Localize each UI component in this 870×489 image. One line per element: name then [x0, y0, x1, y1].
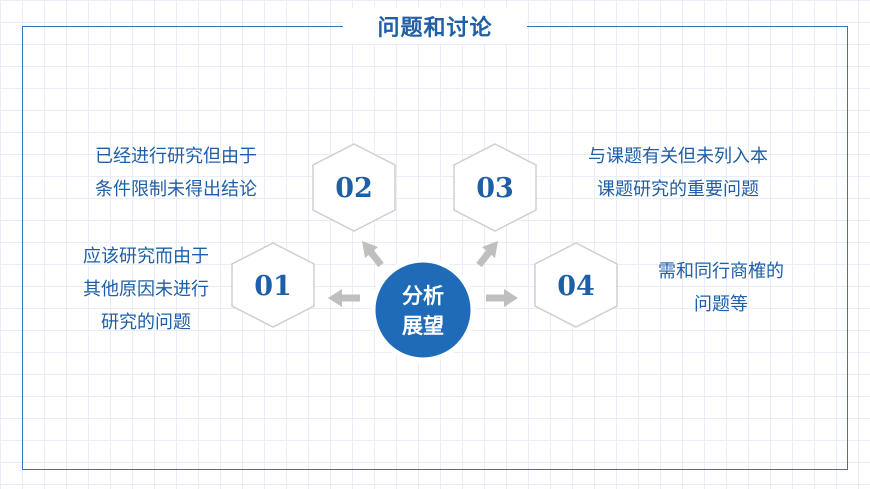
description-02: 已经进行研究但由于 条件限制未得出结论 — [60, 140, 292, 206]
hexagon-01: 01 — [231, 242, 315, 328]
arrow-to-02 — [362, 241, 384, 268]
hexagon-04: 04 — [534, 242, 618, 328]
arrow-to-01 — [328, 289, 360, 307]
hex-number-01: 01 — [254, 271, 292, 302]
hex-number-03: 03 — [476, 173, 514, 204]
hex-number-02: 02 — [335, 173, 373, 204]
center-line-2: 展望 — [402, 314, 444, 338]
description-01-line-2: 其他原因未进行 — [83, 279, 209, 300]
description-02-line-2: 条件限制未得出结论 — [95, 179, 257, 200]
description-03-line-2: 课题研究的重要问题 — [597, 179, 759, 200]
center-line-1: 分析 — [402, 284, 444, 308]
description-01-line-1: 应该研究而由于 — [83, 246, 209, 267]
arrow-to-04 — [486, 289, 518, 307]
title-bar: 问题和讨论 — [343, 8, 527, 44]
description-04-line-2: 问题等 — [694, 294, 748, 315]
description-04: 需和同行商榷的 问题等 — [636, 255, 806, 321]
description-01-line-3: 研究的问题 — [101, 312, 191, 333]
hex-number-04: 04 — [557, 271, 595, 302]
hexagon-03: 03 — [453, 143, 537, 232]
center-circle: 分析 展望 — [370, 257, 476, 363]
hexagon-02: 02 — [312, 143, 396, 232]
description-01: 应该研究而由于 其他原因未进行 研究的问题 — [66, 240, 226, 339]
description-03: 与课题有关但未列入本 课题研究的重要问题 — [562, 140, 794, 206]
description-03-line-1: 与课题有关但未列入本 — [588, 146, 768, 167]
description-02-line-1: 已经进行研究但由于 — [95, 146, 257, 167]
description-04-line-1: 需和同行商榷的 — [658, 261, 784, 282]
page-title: 问题和讨论 — [377, 16, 493, 41]
arrow-to-03 — [476, 241, 498, 268]
